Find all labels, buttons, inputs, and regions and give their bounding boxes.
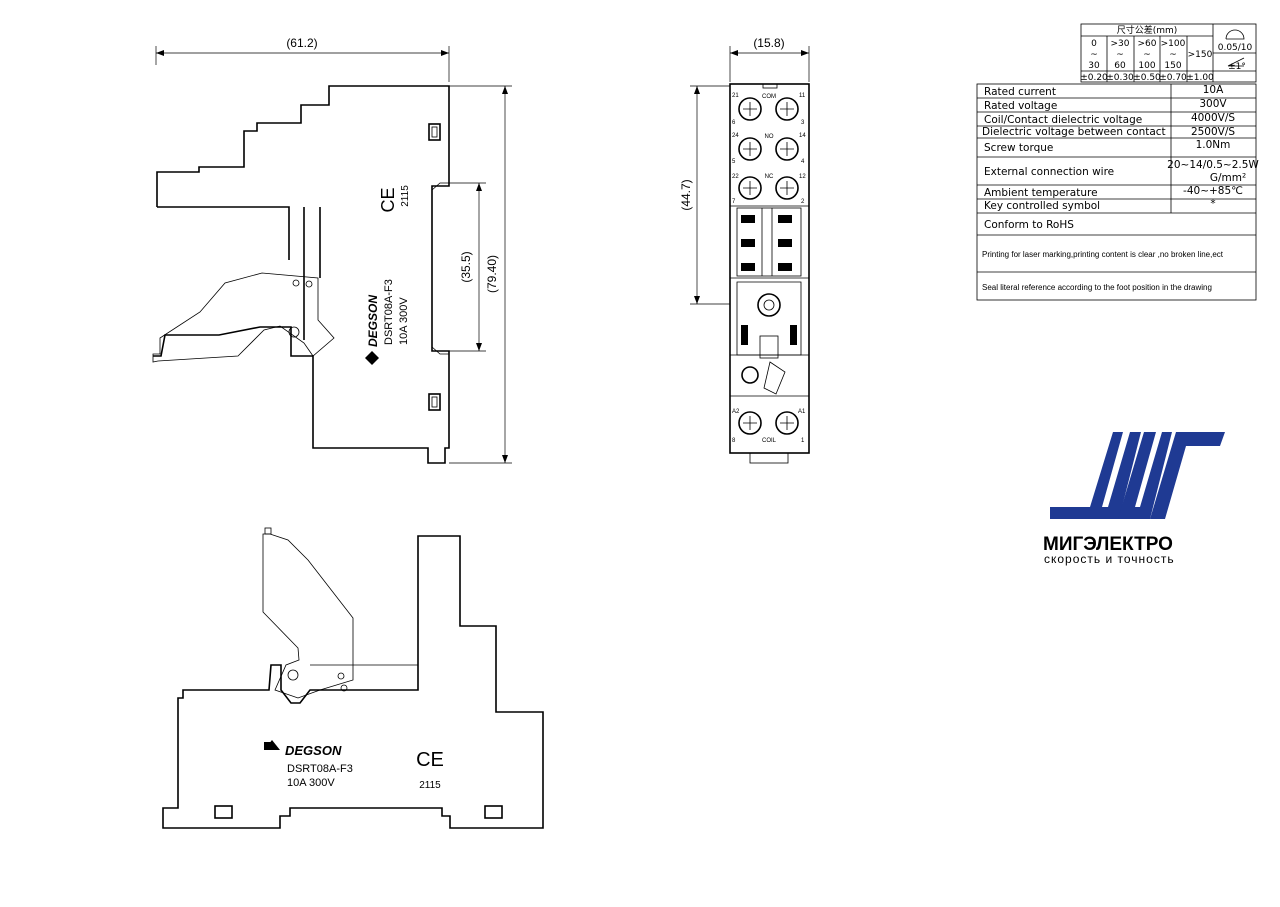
tolerance-header: 尺寸公差(mm) <box>1117 24 1178 36</box>
flatness-icon <box>1225 29 1245 40</box>
svg-text:14: 14 <box>799 133 806 139</box>
spec-value-5b: G/mm² <box>1210 172 1246 184</box>
side-rating: 10A 300V <box>398 297 410 345</box>
svg-text:NO: NO <box>765 134 774 140</box>
tolerance-table: 尺寸公差(mm) 0 ~ 30 ±0.20 >30 ~ 60 ±0.30 >60… <box>1080 23 1257 83</box>
spec-value-4: 1.0Nm <box>1196 139 1231 151</box>
dim-side-inner: (35.5) <box>459 251 473 282</box>
spec-label-6: Ambient temperature <box>984 187 1098 199</box>
svg-text:4: 4 <box>801 159 805 165</box>
svg-text:6: 6 <box>732 120 736 126</box>
spec-value-3: 2500V/S <box>1191 126 1235 138</box>
terminal-row-nc: 22 NC 12 7 2 <box>732 174 806 205</box>
side-ce-mark: CE <box>378 187 398 212</box>
svg-text:COIL: COIL <box>762 438 777 444</box>
dim-front-width: (15.8) <box>753 36 784 50</box>
logo-mark-icon <box>1050 432 1225 519</box>
spec-label-5: External connection wire <box>984 166 1114 178</box>
side-brand: DEGSON <box>366 295 380 347</box>
svg-text:NC: NC <box>765 174 774 180</box>
spec-value-5: 20~14/0.5~2.5W <box>1167 159 1259 171</box>
svg-text:7: 7 <box>732 199 736 205</box>
svg-text:±1°: ±1° <box>1228 62 1246 72</box>
svg-text:60: 60 <box>1114 61 1126 71</box>
spec-label-3: Dielectric voltage between contact <box>982 126 1166 138</box>
svg-text:A1: A1 <box>798 409 806 415</box>
svg-text:21: 21 <box>732 93 739 99</box>
svg-text:0: 0 <box>1091 39 1097 49</box>
svg-text:100: 100 <box>1138 61 1155 71</box>
dim-side-height: (79.40) <box>485 255 499 293</box>
degson-logo-icon <box>365 351 379 365</box>
spec-label-7: Key controlled symbol <box>984 200 1100 212</box>
svg-text:12: 12 <box>799 174 806 180</box>
terminal-row-coil: A2 A1 8 COIL 1 <box>732 409 806 444</box>
svg-text:>60: >60 <box>1138 39 1157 49</box>
svg-text:>30: >30 <box>1111 39 1130 49</box>
svg-text:~: ~ <box>1090 50 1098 60</box>
logo-tagline: скорость и точность <box>1044 552 1175 566</box>
spec-value-6: -40~+85℃ <box>1183 185 1243 197</box>
spec-value-1: 300V <box>1199 98 1227 110</box>
spec-table: Rated current 10A Rated voltage 300V Coi… <box>976 83 1259 301</box>
top-ce-mark: CE <box>416 749 444 771</box>
top-rating: 10A 300V <box>287 777 335 789</box>
svg-text:±0.20: ±0.20 <box>1080 73 1108 83</box>
svg-text:COM: COM <box>762 94 776 100</box>
dim-side-width: (61.2) <box>286 36 317 50</box>
svg-text:1: 1 <box>801 438 805 444</box>
svg-text:150: 150 <box>1164 61 1181 71</box>
svg-text:>100: >100 <box>1161 39 1186 49</box>
svg-text:3: 3 <box>801 120 805 126</box>
top-code: 2115 <box>419 780 441 791</box>
terminal-row-com: 21 COM 11 6 3 <box>732 93 806 126</box>
svg-text:±1.00: ±1.00 <box>1186 73 1214 83</box>
side-code: 2115 <box>400 185 411 207</box>
spec-value-7: * <box>1210 198 1215 210</box>
svg-text:8: 8 <box>732 438 736 444</box>
note-seal: Seal literal reference according to the … <box>982 283 1212 292</box>
dim-front-height: (44.7) <box>679 179 693 210</box>
spec-value-0: 10A <box>1203 84 1224 96</box>
svg-text:5: 5 <box>732 159 736 165</box>
top-brand: DEGSON <box>285 743 342 758</box>
migelektro-logo: МИГЭЛЕКТРО скорость и точность <box>1043 432 1225 566</box>
svg-text:11: 11 <box>799 93 806 99</box>
top-view: DEGSON DSRT08A-F3 10A 300V CE 2115 <box>162 527 544 829</box>
front-view: (15.8) (44.7) 21 COM 11 6 3 24 NO 14 <box>679 36 810 464</box>
angle-icon <box>1227 57 1245 67</box>
svg-text:A2: A2 <box>732 409 740 415</box>
side-view: (61.2) (35.5) (79.40) DEGSON <box>152 36 512 464</box>
terminal-row-no: 24 NO 14 5 4 <box>732 133 806 165</box>
logo-name: МИГЭЛЕКТРО <box>1043 534 1173 555</box>
top-model: DSRT08A-F3 <box>287 763 353 775</box>
svg-text:~: ~ <box>1169 50 1177 60</box>
svg-text:±0.30: ±0.30 <box>1106 73 1134 83</box>
spec-label-2: Coil/Contact dielectric voltage <box>984 114 1142 126</box>
side-model: DSRT08A-F3 <box>383 279 395 345</box>
svg-text:2: 2 <box>801 199 805 205</box>
note-printing: Printing for laser marking,printing cont… <box>982 250 1224 259</box>
svg-text:24: 24 <box>732 133 739 139</box>
spec-label-0: Rated current <box>984 86 1056 98</box>
note-rohs: Conform to RoHS <box>984 219 1074 231</box>
svg-text:>150: >150 <box>1188 50 1213 60</box>
spec-label-1: Rated voltage <box>984 100 1057 112</box>
spec-value-2: 4000V/S <box>1191 112 1235 124</box>
svg-text:22: 22 <box>732 174 739 180</box>
svg-text:~: ~ <box>1143 50 1151 60</box>
svg-text:0.05/10: 0.05/10 <box>1218 43 1253 53</box>
svg-text:30: 30 <box>1088 61 1100 71</box>
spec-label-4: Screw torque <box>984 142 1053 154</box>
svg-text:~: ~ <box>1116 50 1124 60</box>
svg-text:±0.70: ±0.70 <box>1159 73 1187 83</box>
svg-text:±0.50: ±0.50 <box>1133 73 1161 83</box>
